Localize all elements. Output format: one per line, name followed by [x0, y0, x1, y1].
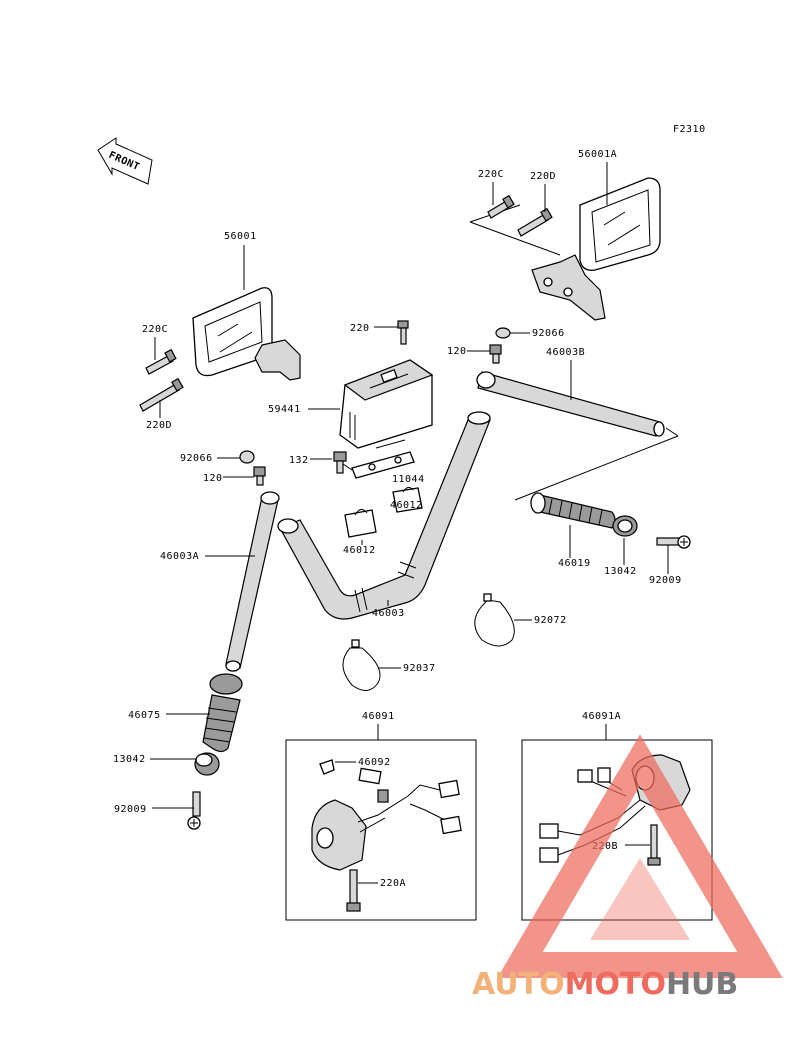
watermark-logo-icon — [497, 734, 783, 978]
label-92037: 92037 — [403, 663, 436, 674]
bolt-120-left-drawing — [253, 466, 266, 486]
label-46091: 46091 — [362, 711, 395, 722]
label-13042-left: 13042 — [113, 754, 146, 765]
cap-92066-left-drawing — [239, 450, 255, 464]
weight-13042-right-drawing — [612, 515, 638, 537]
label-220: 220 — [350, 323, 370, 334]
label-46003: 46003 — [372, 608, 405, 619]
label-220B: 220B — [592, 841, 618, 852]
label-220D-left: 220D — [146, 420, 172, 431]
label-59441: 59441 — [268, 404, 301, 415]
bolt-220c-left-drawing — [145, 348, 177, 375]
label-92072: 92072 — [534, 615, 567, 626]
bolt-220d-right-drawing — [517, 207, 553, 237]
label-220C-right: 220C — [478, 169, 504, 180]
screw-220b-drawing — [647, 824, 661, 866]
screw-92009-left-drawing — [187, 791, 201, 830]
weight-13042-left-drawing — [194, 752, 220, 776]
label-120-right: 120 — [447, 346, 467, 357]
svg-text:AUTOMOTOHUB: AUTOMOTOHUB — [472, 967, 738, 1002]
front-arrow-icon: FRONT — [97, 137, 153, 185]
label-56001A: 56001A — [578, 149, 617, 160]
band-92037-drawing — [342, 639, 381, 691]
mirror-right-drawing — [531, 177, 661, 321]
switch-46091-drawing — [311, 759, 462, 871]
grip-46019-drawing — [530, 492, 616, 529]
label-56001: 56001 — [224, 231, 257, 242]
watermark-part-hub: HUB — [666, 967, 738, 1002]
box-46091 — [285, 739, 477, 921]
bolt-132-drawing — [333, 451, 347, 474]
label-46075: 46075 — [128, 710, 161, 721]
figure-code: F2310 — [673, 124, 706, 135]
label-92066-left: 92066 — [180, 453, 213, 464]
mirror-left-drawing — [192, 287, 301, 381]
box-46091A — [521, 739, 713, 921]
label-11044: 11044 — [392, 474, 425, 485]
bracket-11044-drawing — [351, 451, 415, 479]
label-46091A: 46091A — [582, 711, 621, 722]
meter-cover-drawing — [339, 359, 434, 449]
label-132: 132 — [289, 455, 309, 466]
handlebar-46003b-drawing — [476, 371, 665, 437]
label-46012-left: 46012 — [343, 545, 376, 556]
band-92072-drawing — [474, 593, 515, 647]
bolt-220c-right-drawing — [487, 194, 515, 219]
watermark-part-auto: AUTO — [472, 967, 565, 1002]
label-46003A: 46003A — [160, 551, 199, 562]
handlebar-46003-drawing — [277, 411, 491, 620]
label-92066-right: 92066 — [532, 328, 565, 339]
bolt-220d-left-drawing — [139, 377, 184, 412]
bolt-120-right-drawing — [489, 344, 502, 364]
screw-220a-drawing — [346, 869, 361, 912]
cap-92066-right-drawing — [495, 327, 511, 339]
label-220D-right: 220D — [530, 171, 556, 182]
label-92009-right: 92009 — [649, 575, 682, 586]
handlebar-46003a-drawing — [225, 491, 280, 672]
label-46003B: 46003B — [546, 347, 585, 358]
label-46012-right: 46012 — [390, 500, 423, 511]
label-92009-left: 92009 — [114, 804, 147, 815]
label-120-left-text: 120 — [203, 473, 223, 484]
label-46092: 46092 — [358, 757, 391, 768]
holder-46012-left-drawing — [344, 509, 377, 538]
grip-46075-drawing — [202, 673, 243, 753]
screw-220-drawing — [397, 320, 409, 345]
label-13042-right: 13042 — [604, 566, 637, 577]
watermark-part-moto: MOTO — [565, 967, 666, 1002]
holder-46012-right-drawing — [392, 486, 423, 513]
label-46019: 46019 — [558, 558, 591, 569]
label-220A: 220A — [380, 878, 406, 889]
watermark-text: AUTOMOTOHUB — [472, 967, 738, 1002]
label-220C-left: 220C — [142, 324, 168, 335]
screw-92009-right-drawing — [656, 535, 691, 549]
